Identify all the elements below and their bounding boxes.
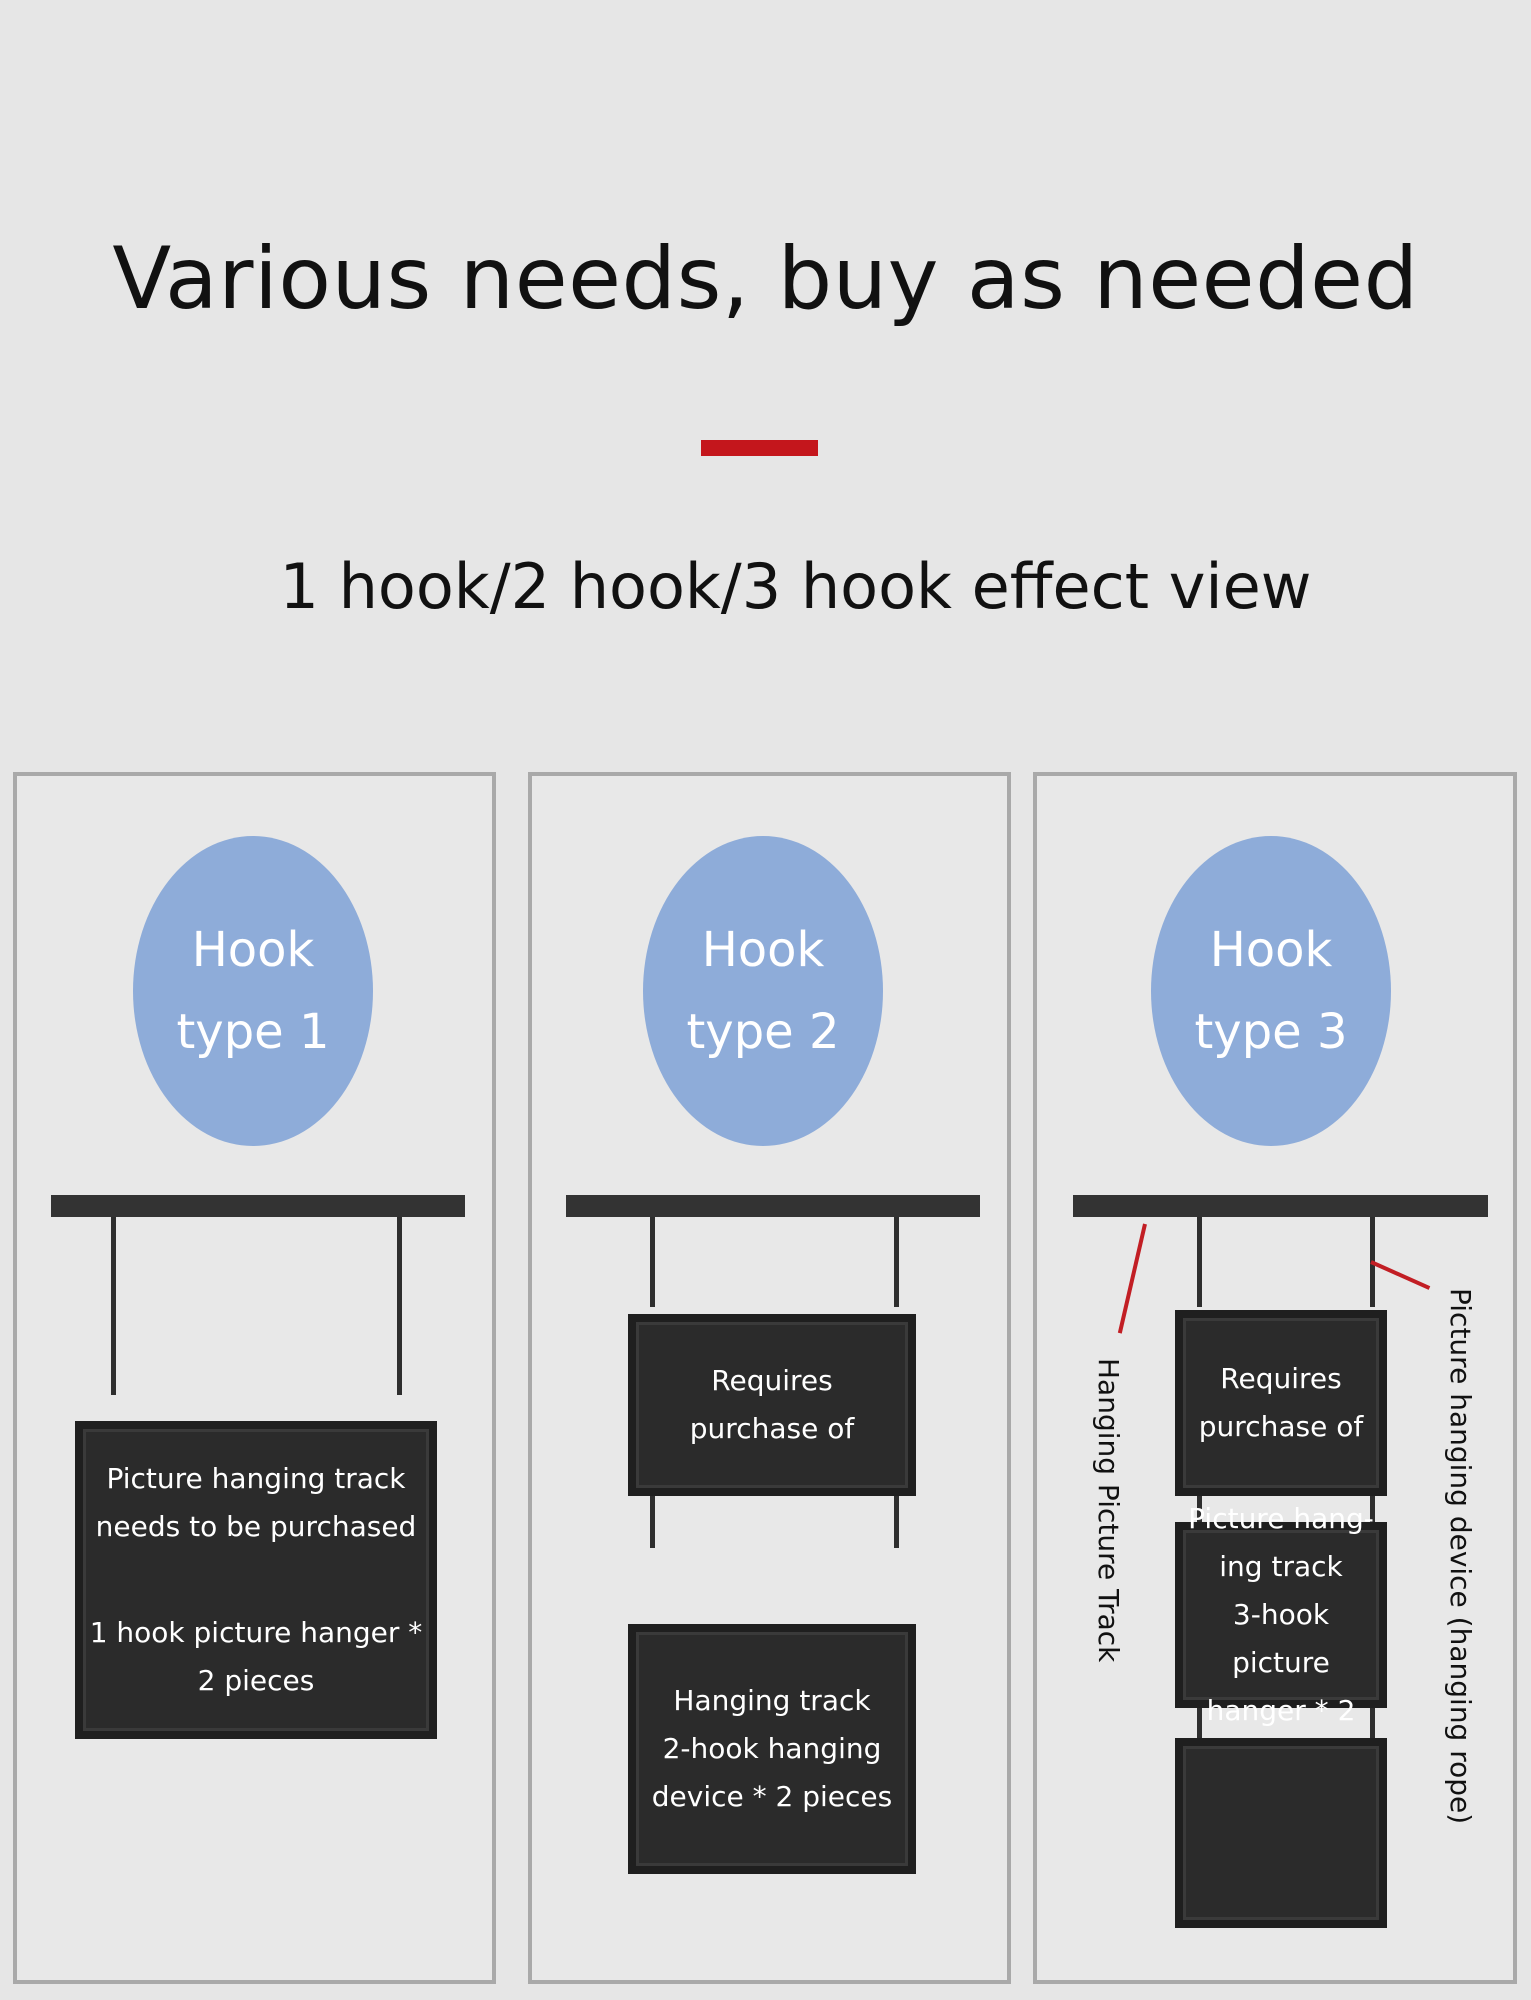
frame-text: Picture hang- xyxy=(1188,1502,1374,1535)
frame-text: device * 2 pieces xyxy=(651,1780,893,1813)
hook-type-3-panel: Hook type 3 Requires purchase of Picture… xyxy=(1033,772,1517,1984)
hanging-wire xyxy=(111,1217,116,1395)
hanging-wire xyxy=(1370,1496,1375,1522)
badge-line-1: Hook xyxy=(1209,922,1333,978)
badge-line-1: Hook xyxy=(191,922,315,978)
rope-pointer-line xyxy=(1370,1260,1431,1290)
hanging-track xyxy=(51,1195,465,1217)
badge-line-2: type 1 xyxy=(176,1004,330,1060)
hook-type-1-panel: Hook type 1 Picture hanging track needs … xyxy=(13,772,496,1984)
picture-hanging-device-label: Picture hanging device (hanging rope) xyxy=(1444,1288,1477,1825)
hanging-wire xyxy=(650,1217,655,1307)
picture-frame-top: Requires purchase of xyxy=(1175,1310,1387,1496)
badge-line-1: Hook xyxy=(701,922,825,978)
frame-text: Requires xyxy=(711,1364,833,1397)
picture-frame-bottom xyxy=(1175,1738,1387,1928)
frame-text: ing track xyxy=(1219,1550,1343,1583)
frame-text: 2-hook hanging xyxy=(662,1732,882,1765)
frame-text: 2 pieces xyxy=(197,1664,315,1697)
picture-frame-top: Requires purchase of xyxy=(628,1314,916,1496)
hook-type-2-panel: Hook type 2 Requires purchase of Hanging… xyxy=(528,772,1011,1984)
badge-line-2: type 2 xyxy=(686,1004,840,1060)
accent-divider xyxy=(701,440,818,456)
picture-frame-middle: Picture hang- ing track 3-hook picture h… xyxy=(1175,1502,1387,1727)
hanging-wire xyxy=(894,1496,899,1548)
hook-type-2-badge: Hook type 2 xyxy=(643,836,883,1146)
hanging-wire xyxy=(1197,1217,1202,1307)
frame-text: purchase of xyxy=(689,1412,855,1445)
track-pointer-line xyxy=(1117,1223,1147,1334)
hanging-picture-track-label: Hanging Picture Track xyxy=(1092,1358,1125,1663)
frame-text: needs to be purchased xyxy=(95,1510,417,1543)
hanging-wire xyxy=(1197,1708,1202,1738)
frame-text: Requires xyxy=(1220,1362,1342,1395)
frame-text: Picture hanging track xyxy=(106,1462,406,1495)
picture-frame: Picture hanging track needs to be purcha… xyxy=(75,1421,437,1739)
page-subtitle: 1 hook/2 hook/3 hook effect view xyxy=(279,550,1312,623)
frame-text: hanger * 2 xyxy=(1206,1694,1356,1727)
frame-text: Hanging track xyxy=(673,1684,871,1717)
frame-text: 1 hook picture hanger * xyxy=(89,1616,423,1649)
hanging-track xyxy=(1073,1195,1488,1217)
hanging-wire xyxy=(650,1496,655,1548)
frame-text: purchase of xyxy=(1198,1410,1364,1443)
hook-type-1-badge: Hook type 1 xyxy=(133,836,373,1146)
hanging-wire xyxy=(1197,1496,1202,1522)
badge-line-2: type 3 xyxy=(1194,1004,1348,1060)
page-title: Various needs, buy as needed xyxy=(112,229,1419,329)
hook-type-3-badge: Hook type 3 xyxy=(1151,836,1391,1146)
picture-frame-bottom: Hanging track 2-hook hanging device * 2 … xyxy=(628,1624,916,1874)
hanging-wire xyxy=(894,1217,899,1307)
hanging-wire xyxy=(397,1217,402,1395)
hanging-track xyxy=(566,1195,980,1217)
hanging-wire xyxy=(1370,1708,1375,1738)
frame-text: 3-hook picture xyxy=(1232,1598,1330,1679)
